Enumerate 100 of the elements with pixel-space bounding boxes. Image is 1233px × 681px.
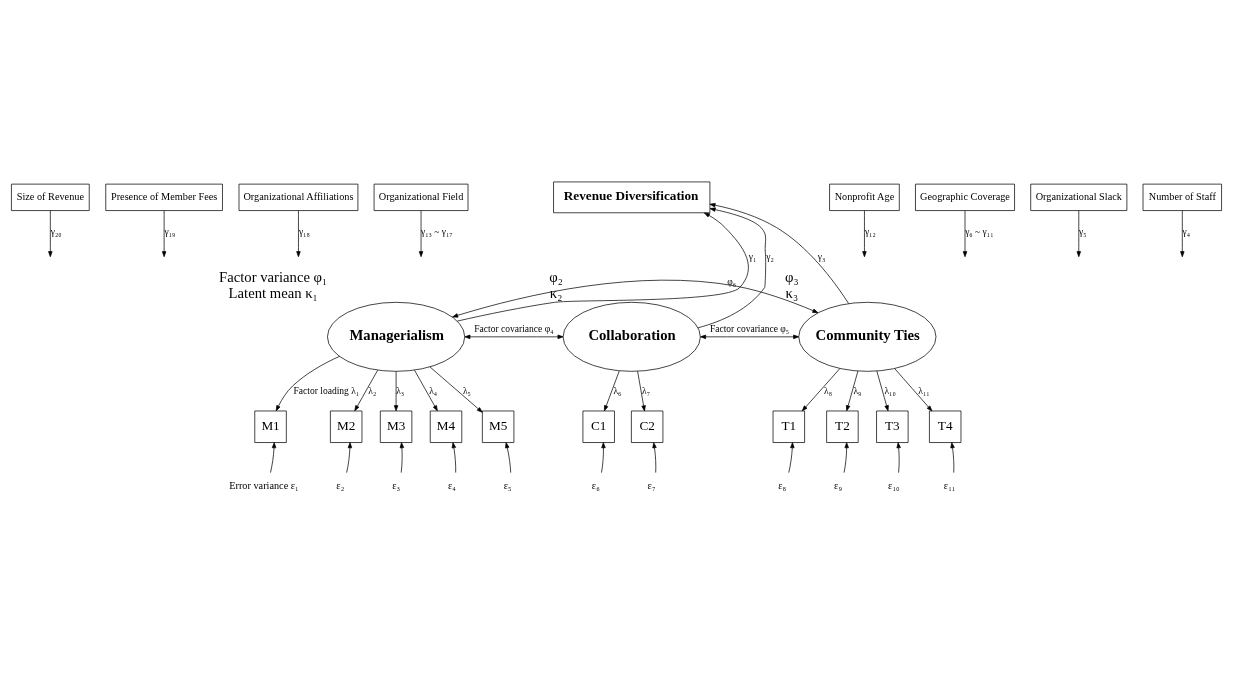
arrow xyxy=(894,368,933,412)
node-box: T3 xyxy=(876,410,909,443)
node-text: ε₆ xyxy=(591,479,600,491)
edge-label: γ₁₈ xyxy=(298,226,310,238)
node-text: ε₄ xyxy=(447,479,456,491)
edge-label: λ₂ xyxy=(368,384,377,396)
arrow xyxy=(393,371,399,412)
edge-label: γ₁₂ xyxy=(864,226,876,238)
edge-label: λ₄ xyxy=(429,384,438,396)
arrow xyxy=(451,442,457,473)
arrow xyxy=(456,212,749,322)
node-box: T1 xyxy=(772,410,805,443)
edge-label: Factor covariance φ₅ xyxy=(709,322,790,334)
edge-label: λ₇ xyxy=(642,384,651,396)
edge-label: γ₃ xyxy=(817,251,826,263)
arrow xyxy=(862,210,867,258)
edge-label: γ₂ xyxy=(766,251,774,263)
node-text: ε₁₀ xyxy=(888,479,900,491)
node-ellipse: Managerialism xyxy=(327,301,466,372)
arrow xyxy=(601,442,606,473)
edge-label: λ₃ xyxy=(396,384,405,396)
node-text: ε₇ xyxy=(647,479,656,491)
edge-label: φ₆ xyxy=(727,276,736,287)
node-text: ε₁₁ xyxy=(943,479,956,491)
arrow xyxy=(652,442,657,473)
node-box: M1 xyxy=(254,410,287,443)
arrow xyxy=(1180,210,1185,258)
edge-label: λ₉ xyxy=(853,384,862,396)
arrow xyxy=(270,442,277,473)
node-box: Organizational Field xyxy=(373,183,469,211)
node-label: κ₂ xyxy=(549,284,563,301)
edge-label: Factor loading λ₁ xyxy=(293,384,360,396)
edge-label: λ₅ xyxy=(462,384,471,396)
edge-label: γ₄ xyxy=(1182,226,1191,238)
arrow xyxy=(346,442,353,473)
arrow xyxy=(452,279,819,318)
arrow xyxy=(962,210,968,258)
node-ellipse: Community Ties xyxy=(798,301,937,372)
node-box: Organizational Affiliations xyxy=(238,183,359,211)
node-box: Size of Revenue xyxy=(11,183,90,211)
node-box: M4 xyxy=(429,410,463,443)
node-box: Nonprofit Age xyxy=(829,183,900,211)
node-box: Organizational Slack xyxy=(1030,183,1128,211)
arrow xyxy=(429,366,483,413)
arrow xyxy=(950,442,955,473)
edge-label: γ₁₃ ~ γ₁₇ xyxy=(421,226,453,238)
arrow xyxy=(801,368,841,412)
edge-label: λ₁₁ xyxy=(918,384,930,396)
node-box: T4 xyxy=(929,410,962,443)
node-box: M2 xyxy=(330,410,363,443)
arrow xyxy=(709,203,850,304)
node-box: Number of Staff xyxy=(1142,183,1222,211)
node-text: ε₃ xyxy=(392,479,401,491)
edge-label: γ₆ ~ γ₁₁ xyxy=(965,226,994,238)
edge-label: γ₅ xyxy=(1079,226,1087,238)
edge-label: γ₂₀ xyxy=(50,226,62,238)
node-box: C2 xyxy=(631,410,664,443)
arrow xyxy=(275,356,340,412)
arrow xyxy=(161,210,167,258)
arrow xyxy=(296,210,301,258)
node-text: ε₈ xyxy=(778,479,787,491)
arrow xyxy=(399,442,405,473)
edge-label: λ₆ xyxy=(613,384,622,396)
edge-label: γ₁ xyxy=(748,251,757,263)
node-label: φ₃ xyxy=(784,268,799,285)
arrow xyxy=(697,207,767,329)
arrow xyxy=(505,442,512,473)
node-box: M3 xyxy=(379,410,413,443)
node-box: Geographic Coverage xyxy=(915,183,1015,211)
node-box: Revenue Diversification xyxy=(553,181,711,214)
node-label: Latent mean κ₁ xyxy=(228,284,318,301)
node-label: κ₃ xyxy=(785,284,799,301)
arrow xyxy=(788,442,795,473)
arrow xyxy=(700,334,800,339)
node-label: Factor variance φ₁ xyxy=(219,268,328,285)
arrow xyxy=(1076,210,1081,258)
arrow xyxy=(464,334,564,339)
edge-label: γ₁₉ xyxy=(164,226,176,238)
node-box: C1 xyxy=(582,410,615,443)
arrow xyxy=(846,370,859,412)
arrow xyxy=(876,370,889,412)
node-ellipse: Collaboration xyxy=(562,301,701,372)
arrow xyxy=(414,369,438,412)
node-box: M5 xyxy=(481,410,515,443)
arrow xyxy=(604,370,620,412)
arrow xyxy=(637,370,646,412)
arrow xyxy=(48,210,53,258)
node-text: Error variance ε₁ xyxy=(229,479,299,491)
edge-label: λ₁₀ xyxy=(884,384,896,396)
arrow xyxy=(843,442,849,473)
node-box: T2 xyxy=(826,410,859,443)
node-text: ε₅ xyxy=(503,479,512,491)
node-text: ε₂ xyxy=(336,479,345,491)
edge-label: Factor covariance φ₄ xyxy=(474,322,554,334)
arrow xyxy=(896,442,901,473)
node-label: φ₂ xyxy=(549,268,563,285)
node-box: Presence of Member Fees xyxy=(105,183,223,211)
arrow xyxy=(418,210,424,258)
arrow xyxy=(354,369,378,412)
node-text: ε₉ xyxy=(834,479,842,491)
